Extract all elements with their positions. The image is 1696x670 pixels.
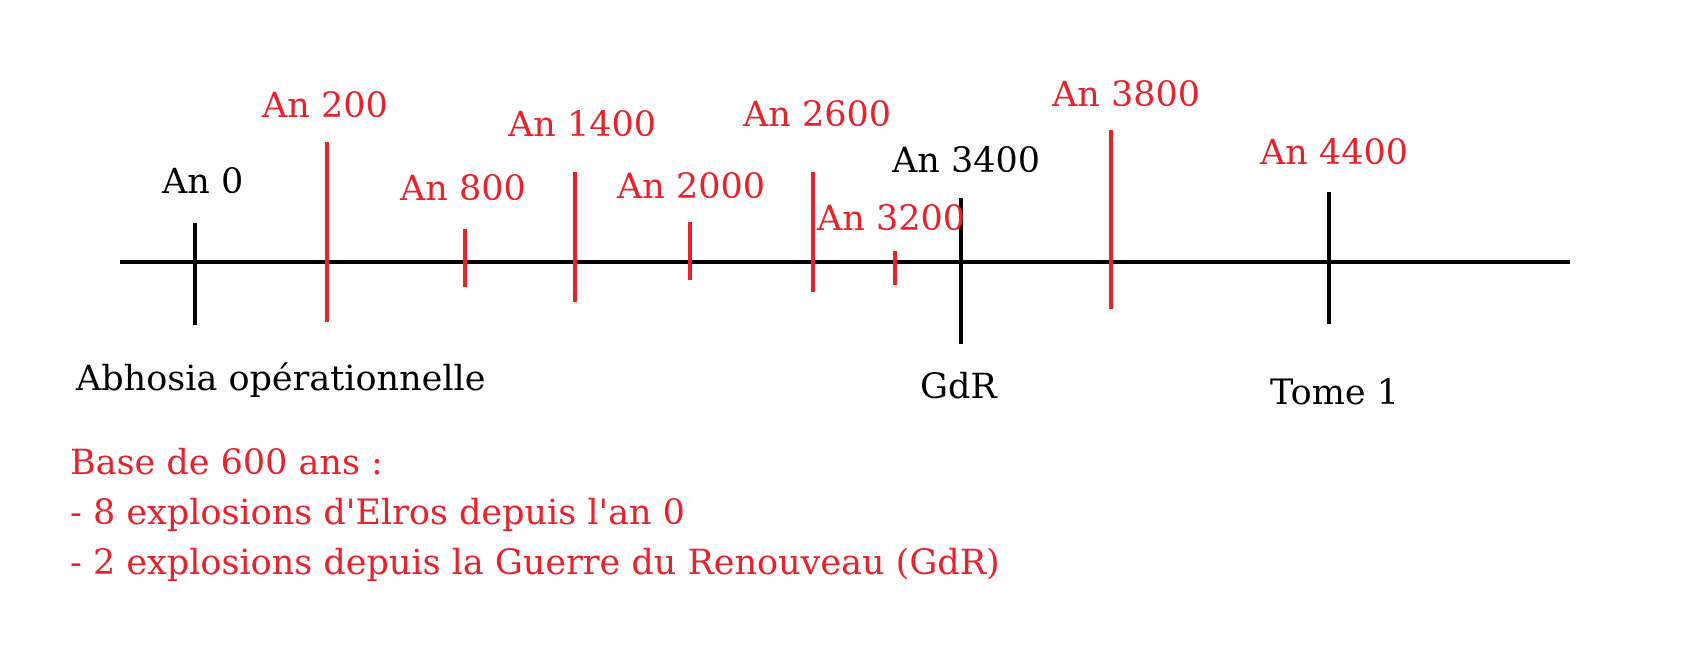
note-line-3: - 2 explosions depuis la Guerre du Renou… (70, 543, 1000, 583)
event-abhosia: Abhosia opérationnelle (76, 359, 486, 399)
note-line-2: - 8 explosions d'Elros depuis l'an 0 (70, 493, 685, 533)
label-an-4400: An 4400 (1260, 133, 1409, 173)
label-an-3800: An 3800 (1052, 75, 1201, 115)
label-an-0: An 0 (162, 162, 244, 202)
label-an-200: An 200 (262, 86, 388, 126)
event-tome: Tome 1 (1270, 373, 1399, 413)
label-an-3200: An 3200 (817, 199, 966, 239)
label-an-1400: An 1400 (508, 105, 657, 145)
label-an-2000: An 2000 (617, 167, 766, 207)
label-an-800: An 800 (400, 169, 526, 209)
event-gdr: GdR (920, 367, 997, 407)
note-line-1: Base de 600 ans : (70, 443, 383, 483)
label-an-3400: An 3400 (892, 141, 1041, 181)
label-an-2600: An 2600 (743, 95, 892, 135)
